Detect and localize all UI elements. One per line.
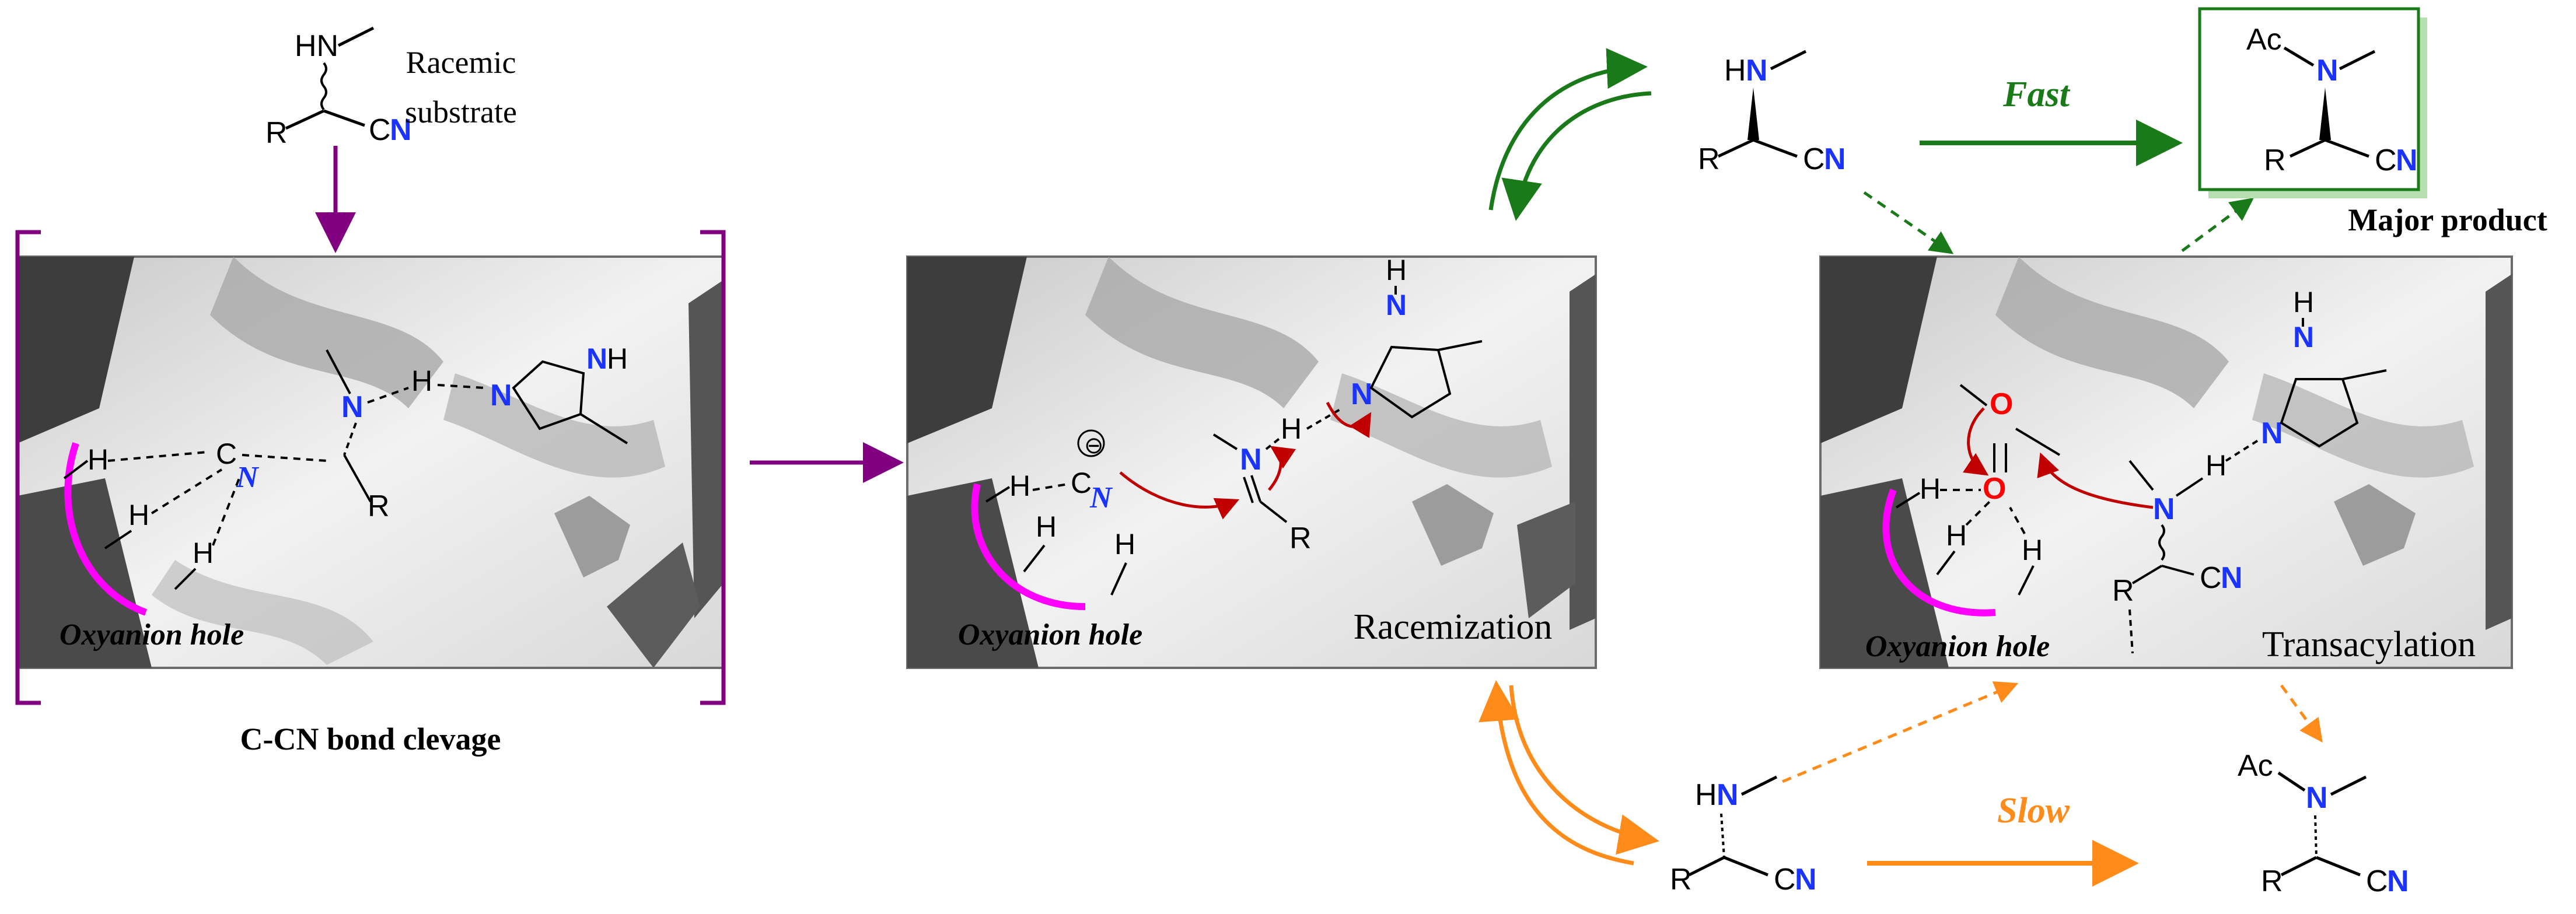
atom-label: ⊖ bbox=[1084, 433, 1104, 458]
atom-label: H bbox=[1281, 412, 1302, 445]
oxyanion-hole-arc bbox=[64, 442, 148, 616]
atom-label: N bbox=[2387, 864, 2409, 898]
atom-label: N bbox=[2306, 781, 2328, 815]
atom-label: H bbox=[607, 342, 628, 375]
atom-label: H bbox=[88, 443, 109, 476]
curved-electron-arrow bbox=[1268, 446, 1296, 491]
atom-label: R bbox=[1698, 142, 1720, 176]
atom-label: C bbox=[216, 437, 237, 470]
atom-label: N bbox=[1717, 778, 1739, 812]
atom-label: N bbox=[1089, 481, 1113, 514]
atom-label: N bbox=[341, 390, 363, 424]
bracket-left bbox=[15, 230, 41, 705]
atom-label: N bbox=[1795, 863, 1817, 897]
protein-panel-3 bbox=[1819, 255, 2513, 669]
atom-label: R bbox=[2112, 574, 2134, 608]
orange-equilibrium-arrow bbox=[1479, 680, 1659, 866]
atom-label: R bbox=[265, 116, 288, 150]
racemic-substrate-label: Racemic bbox=[406, 45, 516, 80]
curved-electron-arrow bbox=[1119, 471, 1240, 520]
atom-label: N bbox=[2221, 561, 2243, 595]
fast-label: Fast bbox=[2002, 75, 2070, 114]
atom-label: R bbox=[1289, 521, 1312, 555]
panel3-chemistry: H H H O O N H N H N R C N bbox=[1882, 286, 2387, 654]
atom-label: H bbox=[193, 537, 214, 569]
atom-label: H bbox=[1009, 470, 1030, 502]
atom-label: N bbox=[586, 342, 607, 375]
slow-label: Slow bbox=[1997, 791, 2070, 831]
atom-label: N bbox=[2153, 492, 2175, 526]
dashed-arrow bbox=[1863, 191, 1954, 254]
atom-label: N bbox=[236, 461, 260, 494]
atom-label: R bbox=[2261, 864, 2283, 898]
atom-label: R bbox=[2264, 143, 2286, 177]
atom-label: Ac bbox=[2246, 23, 2282, 57]
transacylation-label: Transacylation bbox=[2262, 625, 2476, 664]
atom-label: C bbox=[2200, 561, 2222, 595]
bracket-right bbox=[700, 230, 726, 705]
atom-label: H bbox=[1386, 254, 1407, 286]
oxyanion-hole-label: Oxyanion hole bbox=[1865, 630, 2050, 663]
fast-enantiomer-structure: H N R C N bbox=[1698, 50, 1846, 176]
panel2-chemistry: H H H C N ⊖ N R H N H N bbox=[971, 254, 1483, 610]
atom-label: N bbox=[2261, 416, 2283, 450]
atom-label: H bbox=[1946, 519, 1967, 552]
bond-cleavage-label: C-CN bond clevage bbox=[240, 722, 501, 757]
racemic-substrate-structure: HN R C N bbox=[265, 26, 412, 150]
slow-enantiomer-structure: H N R C N bbox=[1670, 775, 1817, 897]
protein-panel-2 bbox=[906, 255, 1597, 669]
atom-label: H bbox=[2293, 286, 2314, 318]
atom-label: C bbox=[2375, 143, 2397, 177]
atom-label: H bbox=[1695, 778, 1717, 812]
atom-label: H bbox=[1036, 510, 1057, 543]
atom-label: R bbox=[368, 489, 390, 523]
protein-panel-1 bbox=[16, 255, 725, 669]
oxyanion-hole-label: Oxyanion hole bbox=[958, 618, 1142, 652]
atom-label: C bbox=[369, 113, 391, 147]
panel1-chemistry: H H H C N N R H N N H bbox=[63, 342, 628, 616]
oxyanion-hole-label: Oxyanion hole bbox=[60, 618, 244, 652]
atom-label: C bbox=[1803, 142, 1825, 176]
atom-label: N bbox=[390, 113, 412, 147]
atom-label: N bbox=[490, 379, 512, 412]
atom-label: Ac bbox=[2238, 749, 2273, 783]
minor-product-structure: Ac N R C N bbox=[2238, 749, 2409, 898]
atom-label: C bbox=[1071, 467, 1092, 499]
dashed-arrow bbox=[1782, 681, 2019, 783]
curved-electron-arrow bbox=[1326, 401, 1372, 439]
atom-label: H bbox=[128, 499, 149, 531]
atom-label: N bbox=[1824, 142, 1846, 176]
atom-label: HN bbox=[295, 29, 338, 63]
racemic-substrate-label: substrate bbox=[405, 94, 517, 129]
atom-label: H bbox=[2022, 534, 2043, 566]
racemization-label: Racemization bbox=[1354, 607, 1553, 647]
atom-label: N bbox=[1746, 54, 1768, 87]
curved-electron-arrow bbox=[2037, 452, 2154, 509]
atom-label: C bbox=[1774, 863, 1796, 897]
atom-label: O bbox=[1983, 472, 2006, 506]
atom-label: H bbox=[1724, 54, 1746, 87]
atom-label: H bbox=[2205, 449, 2227, 482]
oxyanion-hole-arc bbox=[971, 483, 1086, 610]
dashed-arrow bbox=[2280, 684, 2323, 743]
atom-label: N bbox=[2396, 143, 2418, 177]
atom-label: H bbox=[1920, 472, 1941, 505]
atom-label: H bbox=[411, 365, 432, 397]
atom-label: N bbox=[2316, 54, 2339, 87]
atom-label: R bbox=[1670, 863, 1692, 897]
major-product-box: Ac N R C N bbox=[2198, 7, 2427, 198]
major-product-label: Major product bbox=[2348, 202, 2547, 237]
curved-electron-arrow bbox=[1962, 407, 1989, 476]
oxyanion-hole-arc bbox=[1882, 488, 1996, 617]
atom-label: C bbox=[2366, 864, 2388, 898]
atom-label: H bbox=[1114, 528, 1135, 561]
atom-label: N bbox=[1351, 377, 1373, 411]
atom-label: O bbox=[1990, 387, 2013, 421]
dashed-arrow bbox=[2181, 198, 2255, 253]
atom-label: N bbox=[1240, 443, 1262, 477]
green-equilibrium-arrow bbox=[1488, 48, 1652, 221]
